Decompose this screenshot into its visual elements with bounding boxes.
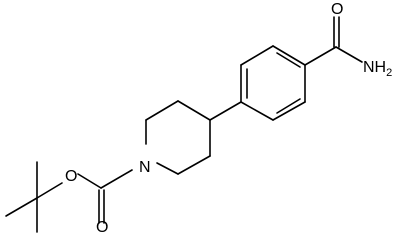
atom-label-amide-carbonyl-oxygen: O [331,1,343,18]
benzene-ring [240,45,306,121]
bond-ar-3-4 [272,45,306,66]
bond-c2-c3 [145,100,179,121]
bond-ar-2-3 [240,45,274,66]
bond-c3-c4 [177,100,211,121]
bond-piperidine-to-benzene [209,101,242,121]
atom-label-amide-nitrogen: NH2 [363,59,392,79]
amide-nh-text: NH [363,59,386,76]
bond-amide-carbon-to-n [335,46,363,63]
bond-tbutyl-oxygen [36,182,63,199]
piperidine-ring [145,100,211,175]
tert-butyl-group [5,161,63,233]
atom-label-ring-nitrogen: N [139,159,151,176]
bond-ar-5-6 [272,101,306,121]
amide-nh-subscript: 2 [386,67,392,79]
bond-c6-n [156,162,179,175]
atom-label-carbamate-carbonyl-oxygen: O [96,219,108,236]
carbamate-group [77,169,133,224]
atom-label-ester-oxygen: O [65,168,77,185]
bond-benzene-to-amide-carbon [304,46,337,66]
bond-tbutyl-methyl-left [5,197,38,217]
bond-ar-inner-2 [276,52,301,68]
bond-oxygen-carbonyl-carbon [77,173,102,189]
bond-carbonyl-to-nitrogen [100,169,133,189]
bond-ar-6-1 [240,101,274,121]
bond-c5-c6 [177,155,211,175]
amide-group [304,16,363,66]
bond-ar-inner-3 [276,98,301,114]
